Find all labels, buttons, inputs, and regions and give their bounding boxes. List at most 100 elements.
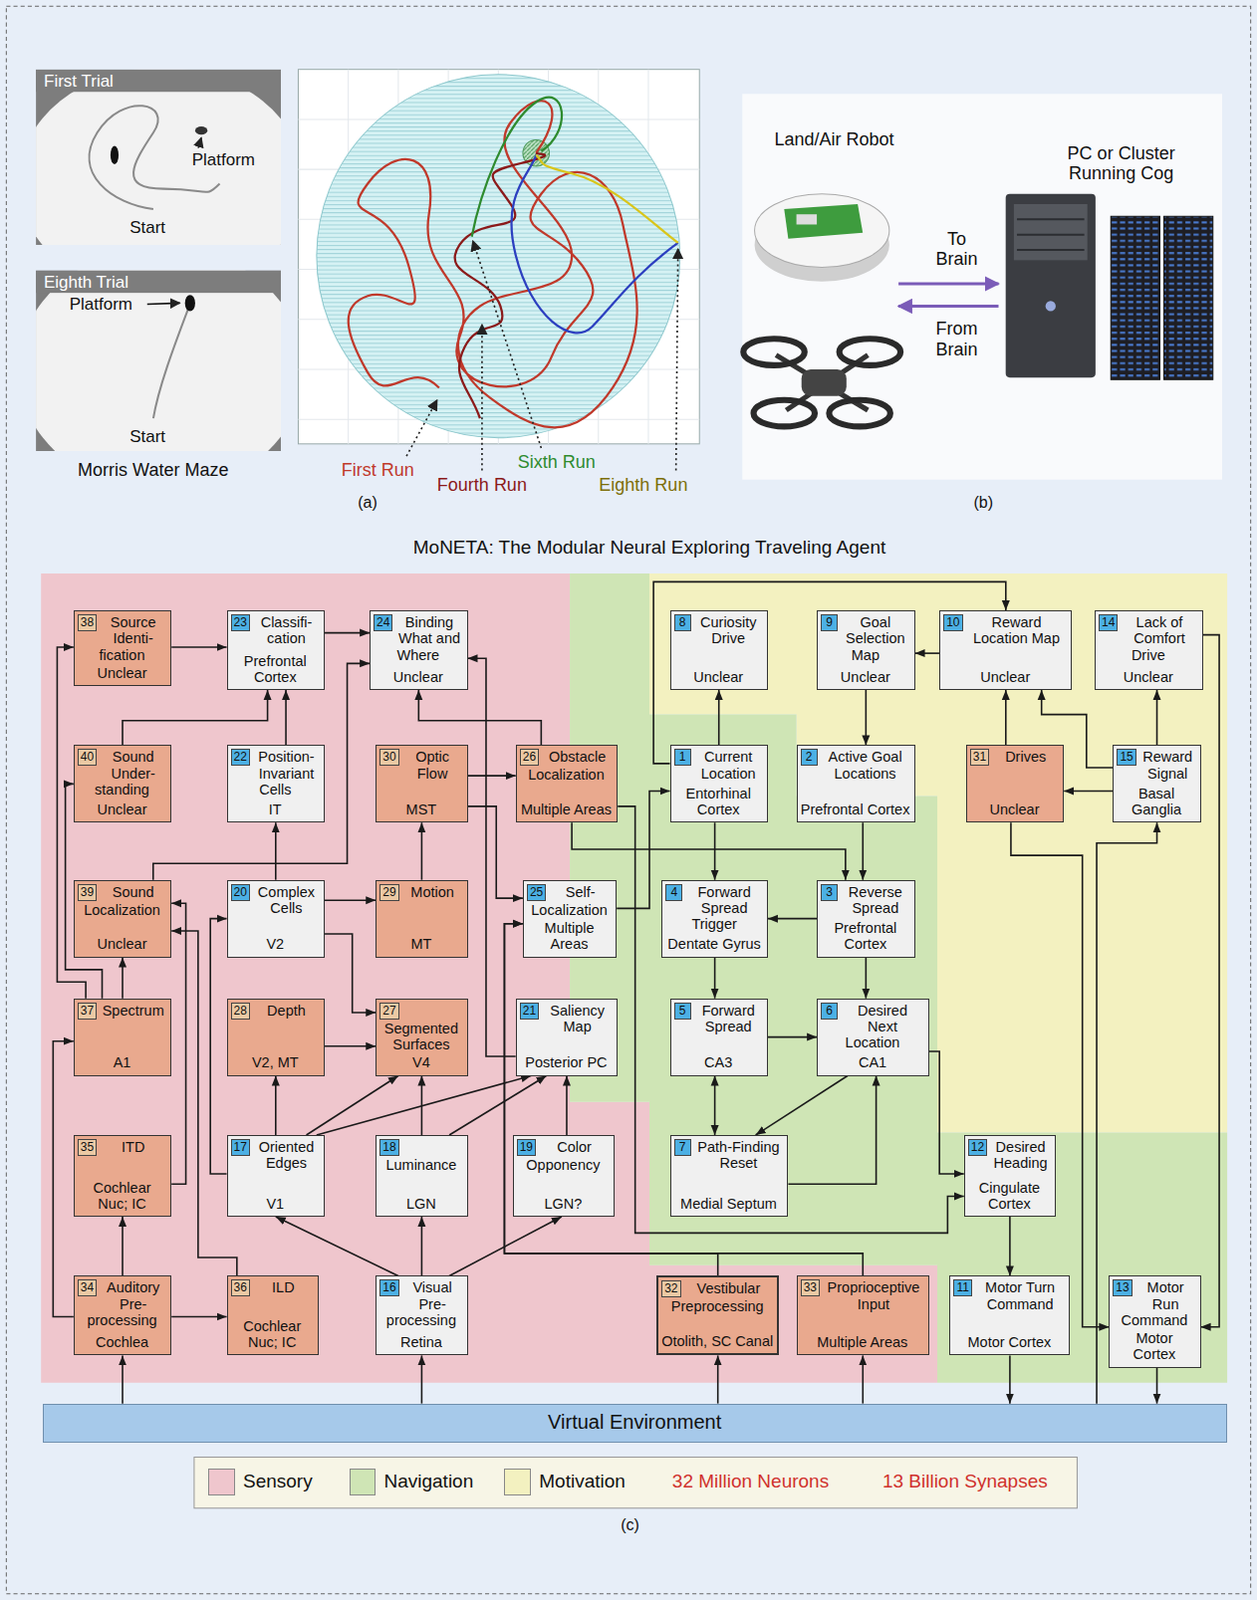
module-box: 5Forward SpreadCA3	[670, 999, 768, 1077]
module-heading: 1Current Location	[674, 749, 763, 781]
module-box: 18LuminanceLGN	[375, 1135, 468, 1218]
module-name: Complex Cells	[257, 884, 315, 917]
module-name: Vestibular Preprocessing	[671, 1280, 764, 1315]
module-heading: 23Classifi- cation	[231, 614, 320, 647]
drone-rotor	[754, 400, 815, 428]
brain-area: V4	[379, 1054, 463, 1071]
module-number: 14	[1098, 614, 1118, 632]
connector-arrow	[714, 958, 717, 1000]
figure-label: Start	[129, 218, 166, 239]
brain-area: MST	[379, 801, 463, 818]
module-box: 40Sound Under- standingUnclear	[73, 745, 172, 823]
first-run-path	[348, 100, 638, 428]
module-box: 24Binding What and WhereUnclear	[369, 610, 468, 691]
module-number: 28	[231, 1003, 251, 1020]
module-number: 15	[1116, 749, 1136, 766]
module-number: 13	[1112, 1279, 1132, 1297]
module-heading: 3Reverse Spread	[820, 884, 910, 917]
tub-rim	[35, 69, 281, 93]
module-box: 6Desired Next LocationCA1	[816, 999, 930, 1077]
module-box: 29MotionMT	[375, 880, 468, 959]
module-number: 6	[820, 1003, 838, 1020]
module-heading: 38Source Identi- fication	[77, 614, 167, 664]
connector-arrow	[1005, 690, 1007, 746]
robot-board	[783, 204, 863, 240]
module-name: Reward Location Map	[973, 614, 1060, 647]
module-number: 32	[661, 1280, 681, 1298]
robot-panel	[742, 93, 1223, 480]
connector-arrow	[275, 1217, 399, 1276]
connector-arrow	[122, 690, 268, 746]
module-box: 33Proprioceptive InputMultiple Areas	[796, 1275, 930, 1356]
rat	[185, 294, 196, 311]
brain-area: Unclear	[77, 665, 167, 682]
connector-arrow	[171, 903, 186, 1185]
brain-area: CA3	[674, 1054, 763, 1071]
cluster-rack	[1110, 216, 1160, 380]
figure-label: First Run	[341, 460, 415, 482]
module-heading: 12Desired Heading	[968, 1139, 1051, 1172]
connector-arrow	[1010, 822, 1109, 1327]
drone-rotor	[828, 400, 890, 428]
connector-arrow	[418, 690, 541, 746]
module-heading: 36ILD	[231, 1279, 314, 1298]
brain-area: Multiple Areas	[526, 920, 612, 953]
module-name: Motor Turn Command	[985, 1279, 1055, 1312]
figure-label: From Brain	[926, 318, 989, 360]
connector-arrow	[316, 1076, 531, 1136]
pc-drive-bay	[1013, 204, 1088, 260]
module-name: ILD	[271, 1279, 295, 1296]
brain-area: Entorhinal Cortex	[674, 785, 763, 818]
connector-arrow	[861, 822, 864, 880]
module-name: Proprioceptive Input	[827, 1279, 921, 1312]
maze-photo-first	[35, 69, 281, 246]
connector-arrow	[324, 899, 376, 902]
module-name: Reverse Spread	[848, 884, 903, 917]
figure-label: 32 Million Neurons	[672, 1471, 829, 1494]
module-box: 9Goal Selection MapUnclear	[816, 610, 915, 691]
module-heading: 33Proprioceptive Input	[800, 1279, 925, 1312]
module-heading: 39Sound Localization	[77, 884, 167, 919]
module-heading: 6Desired Next Location	[820, 1003, 925, 1052]
module-heading: 32Vestibular Preprocessing	[661, 1280, 773, 1315]
module-name: Obstacle Localization	[527, 749, 606, 783]
connector-arrow	[449, 1076, 546, 1136]
drone-rotor	[839, 338, 901, 366]
module-heading: 8Curiosity Drive	[674, 614, 763, 647]
module-name: Color Opponency	[525, 1139, 600, 1174]
module-number: 38	[77, 614, 97, 632]
pool-outline	[316, 74, 681, 439]
module-heading: 19Color Opponency	[516, 1139, 611, 1174]
run-leader	[481, 324, 484, 472]
module-heading: 25Self- Localization	[526, 884, 612, 919]
module-heading: 16Visual Pre- processing	[379, 1279, 463, 1329]
module-box: 14Lack of Comfort DriveUnclear	[1094, 610, 1204, 691]
module-heading: 21Saliency Map	[519, 1003, 614, 1035]
chart-grid	[297, 69, 700, 445]
module-box: 23Classifi- cationPrefrontal Cortex	[227, 610, 325, 691]
module-heading: 26Obstacle Localization	[519, 749, 614, 783]
maze-photo-eighth	[35, 270, 281, 452]
brain-area: Dentate Gyrus	[665, 936, 763, 953]
platform-mark	[195, 126, 208, 135]
module-box: 4Forward Spread TriggerDentate Gyrus	[661, 880, 768, 959]
module-number: 8	[674, 614, 692, 632]
connector-arrow	[787, 1076, 876, 1186]
module-name: Binding What and Where	[396, 614, 461, 663]
module-heading: 14Lack of Comfort Drive	[1098, 614, 1199, 664]
figure-label: Platform	[192, 150, 255, 171]
module-name: Auditory Pre- processing	[86, 1279, 160, 1328]
module-heading: 18Luminance	[379, 1139, 463, 1174]
brain-area: A1	[77, 1054, 167, 1071]
brain-area: V1	[231, 1196, 320, 1213]
brain-area: CA1	[820, 1054, 925, 1071]
brain-area: Medial Septum	[674, 1196, 784, 1213]
module-number: 10	[943, 614, 963, 632]
brain-area: Unclear	[77, 936, 167, 953]
pc-tower	[1005, 194, 1096, 378]
connector-arrow	[171, 1316, 227, 1319]
run-leader	[473, 241, 542, 449]
module-number: 29	[379, 884, 399, 902]
module-heading: 37Spectrum	[77, 1003, 167, 1021]
